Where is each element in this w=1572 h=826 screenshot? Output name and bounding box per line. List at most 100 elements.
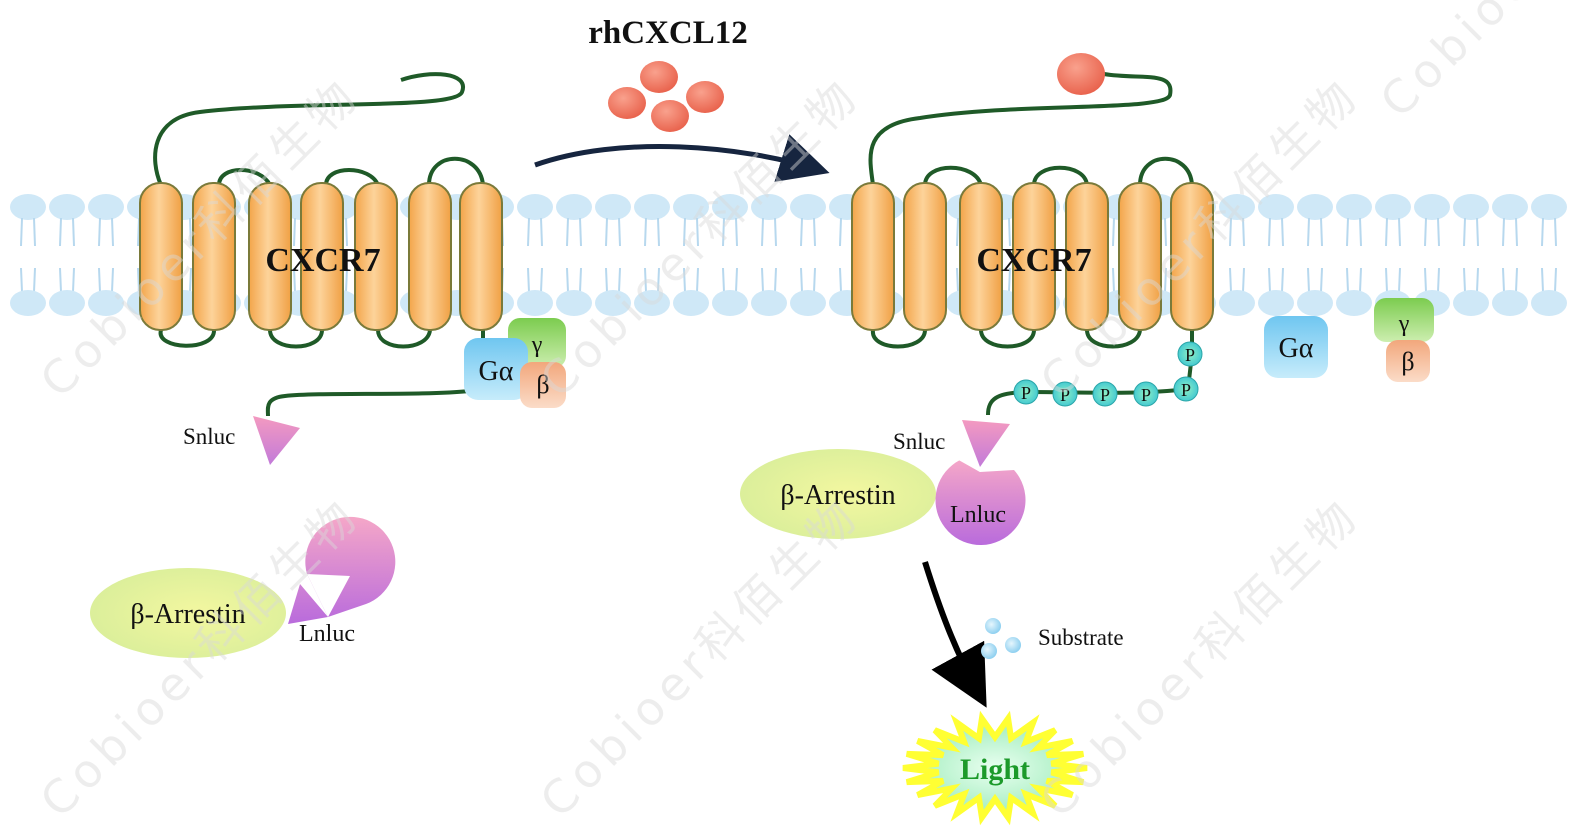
light-burst <box>902 710 1088 826</box>
g-beta-right <box>1386 340 1430 382</box>
arrestin-label-left: β-Arrestin <box>130 599 245 630</box>
lipid <box>1219 194 1255 316</box>
watermark-text: Cobioer科佰生物 <box>1370 0 1572 128</box>
lnluc-label-left: Lnluc <box>299 621 355 647</box>
watermark-text: Cobioer科佰生物 <box>530 487 871 826</box>
transmembrane-helix <box>903 182 947 331</box>
arrestin-left <box>90 568 286 658</box>
lipid <box>1453 194 1489 316</box>
lnluc-right <box>935 460 1026 546</box>
cxcr7-receptor-inactive: CXCR7 <box>139 72 503 417</box>
g-alpha-label-left: Gα <box>479 356 514 387</box>
lipid <box>517 194 553 316</box>
snluc-right <box>962 420 1010 467</box>
lipid <box>595 194 631 316</box>
snluc-label-left: Snluc <box>183 424 235 449</box>
watermark-text: Cobioer科佰生物 <box>1030 487 1371 826</box>
transmembrane-helix <box>851 182 895 331</box>
lnluc-label-right: Lnluc <box>950 502 1006 528</box>
watermark-text: Cobioer科佰生物 <box>30 487 371 826</box>
c-terminal-tail-left <box>265 389 471 417</box>
lipid <box>10 194 46 316</box>
snluc-label-right: Snluc <box>893 429 945 454</box>
g-beta-left <box>520 362 566 408</box>
lipid <box>88 194 124 316</box>
light-arrow <box>922 561 987 708</box>
transmembrane-helix <box>1065 182 1109 331</box>
transmembrane-helix <box>354 182 398 331</box>
substrate-dot-1 <box>985 618 1001 634</box>
transmembrane-helix <box>459 182 503 331</box>
g-protein-left: γ Gα β <box>464 318 566 408</box>
ligand-label: rhCXCL12 <box>588 15 748 51</box>
ligand-cluster: rhCXCL12 <box>534 15 830 182</box>
svg-text:P: P <box>1021 383 1031 403</box>
light-output: Substrate Light <box>902 561 1124 826</box>
lnluc-left <box>288 516 396 624</box>
transmembrane-helix <box>139 182 183 331</box>
lipid <box>1492 194 1528 316</box>
cxcr7-receptor-active: CXCR7 <box>851 53 1214 416</box>
substrate-dot-3 <box>1005 637 1021 653</box>
ligand-1 <box>640 61 678 93</box>
g-alpha-right <box>1264 316 1328 378</box>
g-gamma-right <box>1374 298 1434 342</box>
lipid <box>634 194 670 316</box>
lipid <box>1375 194 1411 316</box>
lipid <box>556 194 592 316</box>
lipid <box>673 194 709 316</box>
lipid <box>1258 194 1294 316</box>
snluc-left: Snluc <box>183 416 300 465</box>
transmembrane-helix <box>1012 182 1056 331</box>
phosphate: P <box>1052 381 1078 407</box>
receptor-label-left: CXCR7 <box>265 242 380 279</box>
ligand-4 <box>651 100 689 132</box>
phosphate: P <box>1173 376 1199 402</box>
lipid <box>1531 194 1567 316</box>
lipid <box>1336 194 1372 316</box>
ligand-3 <box>686 81 724 113</box>
lipid <box>790 194 826 316</box>
g-beta-label-left: β <box>536 370 549 399</box>
transmembrane-helix <box>1118 182 1162 331</box>
bound-ligand <box>1057 53 1105 95</box>
substrate-label: Substrate <box>1038 625 1124 650</box>
svg-text:P: P <box>1100 385 1110 405</box>
phosphate: P <box>1092 381 1118 407</box>
g-alpha-label-right: Gα <box>1279 333 1314 364</box>
lipid <box>1414 194 1450 316</box>
transmembrane-helix <box>192 182 236 331</box>
arrestin-complex-right: β-Arrestin Lnluc Snluc <box>740 420 1026 546</box>
receptor-loops-left <box>153 72 485 349</box>
lipid <box>1297 194 1333 316</box>
phosphate: P <box>1177 341 1203 367</box>
transmembrane-helix <box>408 182 452 331</box>
ligand-2 <box>608 87 646 119</box>
g-alpha-left <box>464 338 528 400</box>
g-gamma-label-left: γ <box>531 332 543 358</box>
lipid <box>751 194 787 316</box>
transmembrane-helix <box>1170 182 1214 331</box>
transmembrane-helix <box>300 182 344 331</box>
svg-text:P: P <box>1185 345 1195 365</box>
lipid <box>49 194 85 316</box>
transmembrane-helix <box>959 182 1003 331</box>
arrestin-label-right: β-Arrestin <box>780 480 895 511</box>
receptor-loops-right <box>868 72 1194 349</box>
svg-text:P: P <box>1181 380 1191 400</box>
substrate-dot-2 <box>981 643 997 659</box>
activation-arrow <box>534 134 830 182</box>
watermark-layer: Cobioer科佰生物 Cobioer科佰生物 Cobioer科佰生物 Cobioer… <box>30 0 1572 826</box>
arrestin-complex-left: β-Arrestin Lnluc <box>90 516 396 658</box>
g-gamma-label-right: γ <box>1398 311 1410 337</box>
light-label: Light <box>960 753 1030 786</box>
svg-text:P: P <box>1141 385 1151 405</box>
arrestin-right <box>740 449 936 539</box>
transmembrane-helix <box>248 182 292 331</box>
svg-text:P: P <box>1060 385 1070 405</box>
g-beta-label-right: β <box>1401 347 1414 376</box>
phosphate: P <box>1013 379 1039 405</box>
lipid <box>712 194 748 316</box>
